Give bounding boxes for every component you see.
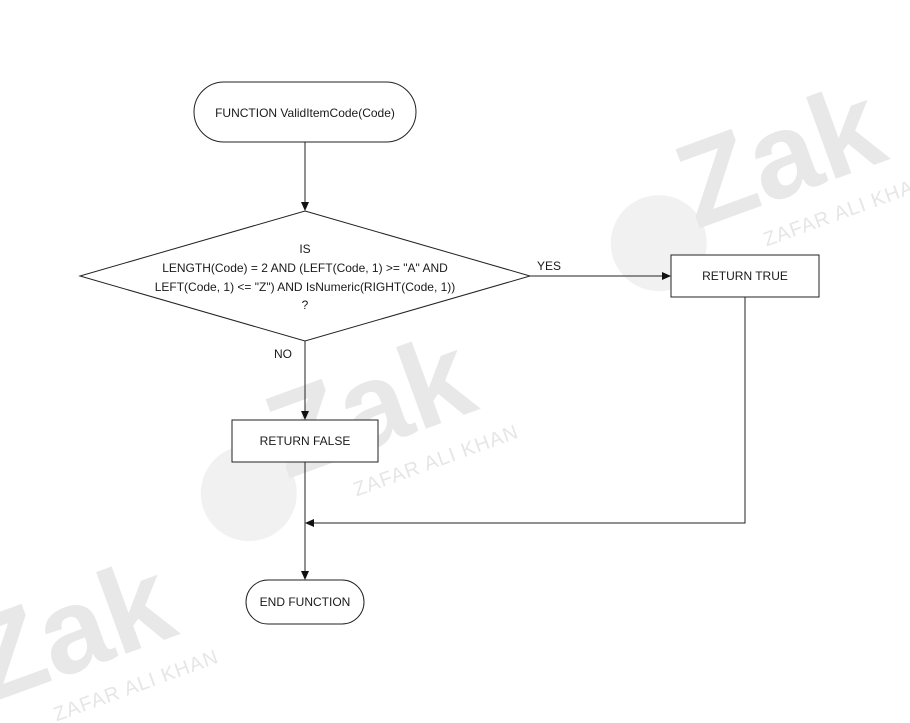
- return-true-box: [670, 254, 820, 298]
- decision-line-3: LEFT(Code, 1) <= "Z") AND IsNumeric(RIGH…: [155, 280, 456, 294]
- return-true-label: RETURN TRUE: [702, 269, 788, 283]
- no-label: NO: [274, 347, 292, 361]
- return-false-label: RETURN FALSE: [260, 434, 351, 448]
- end-terminal: [245, 579, 365, 625]
- arrowhead-return-true-icon: [662, 272, 671, 280]
- decision-line-1: IS: [299, 242, 310, 256]
- watermark-bottom-left: Zak ZAFAR ALI KHAN: [0, 532, 222, 723]
- yes-label: YES: [537, 259, 561, 273]
- start-terminal-label: FUNCTION ValidItemCode(Code): [215, 106, 395, 120]
- end-terminal-label: END FUNCTION: [260, 595, 351, 609]
- arrowhead-merge-icon: [305, 519, 314, 527]
- decision-diamond: [78, 210, 532, 342]
- connector-return-true-merge: [313, 297, 746, 524]
- decision-line-4: ?: [302, 298, 309, 312]
- arrowhead-return-false-icon: [301, 411, 309, 420]
- arrowhead-end-icon: [301, 571, 309, 580]
- decision-line-2: LENGTH(Code) = 2 AND (LEFT(Code, 1) >= "…: [162, 261, 448, 275]
- arrowhead-decision-icon: [301, 202, 309, 211]
